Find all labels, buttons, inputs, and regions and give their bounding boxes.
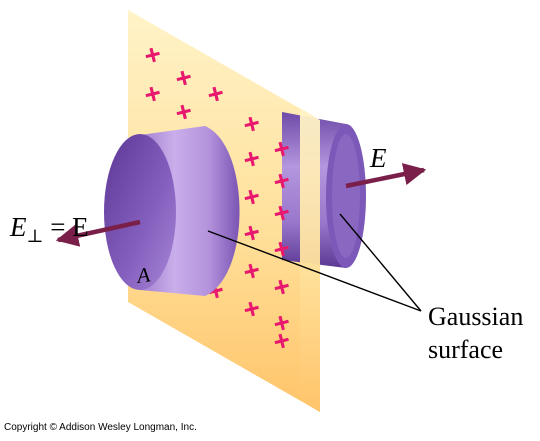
label-e-right: E <box>369 143 387 173</box>
charge-plus: + <box>240 216 263 250</box>
charge-plus: + <box>270 196 293 230</box>
charge-plus: + <box>204 77 227 111</box>
copyright-text: Copyright © Addison Wesley Longman, Inc. <box>4 422 197 433</box>
field-arrow-left <box>55 219 141 247</box>
label-gaussian: Gaussian <box>428 302 523 331</box>
charge-plus: + <box>270 164 293 198</box>
charge-plus: + <box>172 61 195 95</box>
label-area: A <box>133 262 151 288</box>
leader-lines <box>207 213 422 312</box>
charge-plus: + <box>270 306 293 340</box>
charge-plus: + <box>172 95 195 129</box>
charge-plus: + <box>270 270 293 304</box>
charge-plus: + <box>240 292 263 326</box>
charge-plus: + <box>270 232 293 266</box>
back-cylinder <box>282 112 366 268</box>
charge-plus: + <box>240 180 263 214</box>
label-e-left: E⊥ = E <box>9 212 89 246</box>
charge-plus: + <box>240 254 263 288</box>
charge-plus: + <box>270 324 293 358</box>
field-arrow-right <box>345 163 427 189</box>
charge-plus: + <box>240 107 263 141</box>
front-cylinder <box>104 126 240 296</box>
label-surface: surface <box>428 335 503 364</box>
charge-plus: + <box>240 142 263 176</box>
charge-plus: + <box>270 132 293 166</box>
charge-plus: + <box>141 38 164 72</box>
charge-plus: + <box>141 77 164 111</box>
